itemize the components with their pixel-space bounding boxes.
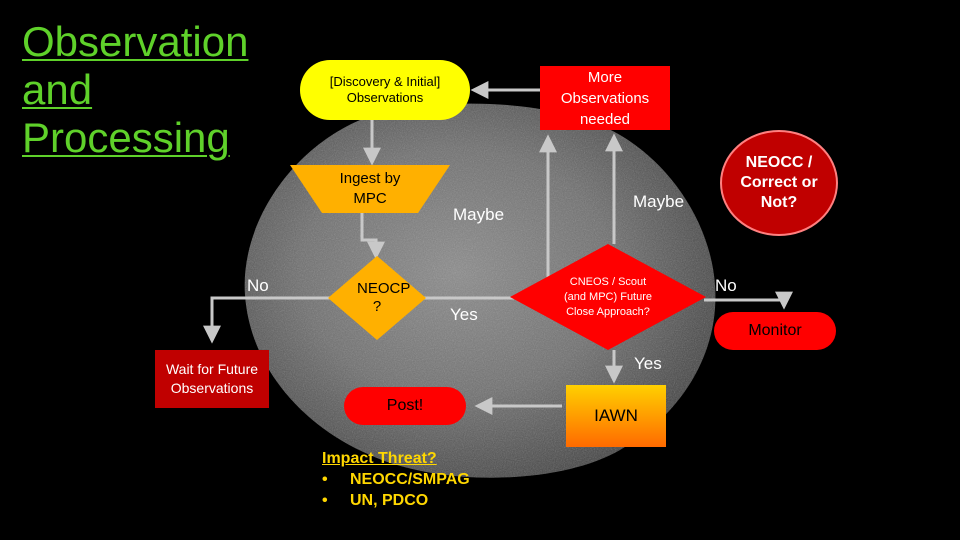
discovery-label: [Discovery & Initial] Observations	[329, 74, 441, 105]
impact-threat-heading: Impact Threat?	[322, 450, 437, 467]
edge-label-yes-center: Yes	[450, 305, 478, 324]
edge-label-yes-bottom: Yes	[634, 354, 662, 373]
impact-threat-item: • UN, PDCO	[322, 490, 470, 511]
title-line-2: and	[22, 66, 93, 113]
discovery-node: [Discovery & Initial] Observations	[300, 60, 470, 120]
cneos-label: CNEOS / Scout (and MPC) Future Close App…	[563, 275, 653, 318]
more-observations-node: More Observations needed	[540, 66, 670, 130]
neocp-label: NEOCP ?	[357, 280, 411, 315]
post-label: Post!	[386, 397, 424, 414]
wait-node: Wait for Future Observations	[155, 350, 269, 408]
wait-label: Wait for Future Observations	[165, 361, 259, 396]
bullet-icon: •	[322, 471, 328, 488]
slide-title: Observation and Processing	[22, 18, 248, 162]
bullet-icon: •	[322, 492, 328, 509]
title-line-1: Observation	[22, 18, 249, 65]
ingest-label: Ingest by MPC	[339, 170, 401, 207]
impact-threat-block: Impact Threat? • NEOCC/SMPAG • UN, PDCO	[322, 448, 470, 511]
title-line-3: Processing	[22, 114, 230, 161]
iawn-node: IAWN	[566, 385, 666, 447]
iawn-label: IAWN	[594, 406, 638, 425]
impact-threat-item: • NEOCC/SMPAG	[322, 469, 470, 490]
edge-label-no-left: No	[247, 276, 269, 295]
edge-label-maybe-center: Maybe	[453, 205, 505, 224]
edge-label-maybe-right: Maybe	[633, 192, 685, 211]
impact-threat-item-label: NEOCC/SMPAG	[350, 471, 470, 488]
monitor-node: Monitor	[714, 312, 836, 350]
neocc-label: NEOCC / Correct or Not?	[740, 154, 818, 211]
neocc-node: NEOCC / Correct or Not?	[720, 130, 838, 236]
edge-label-no-right: No	[715, 276, 737, 295]
post-node: Post!	[344, 387, 466, 425]
more-observations-label: More Observations needed	[560, 68, 650, 128]
impact-threat-item-label: UN, PDCO	[350, 492, 429, 509]
monitor-label: Monitor	[748, 322, 802, 339]
